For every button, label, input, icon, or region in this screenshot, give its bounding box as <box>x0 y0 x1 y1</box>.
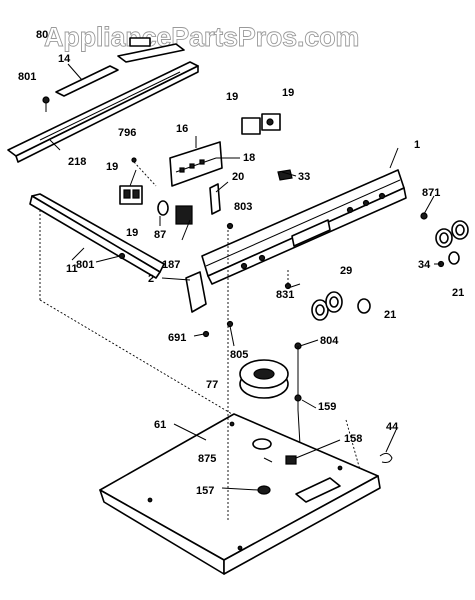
callout-33: 33 <box>298 171 310 183</box>
screw-801-lower <box>118 252 126 260</box>
callout-2: 2 <box>148 273 154 285</box>
callout-801-lower: 801 <box>76 259 94 271</box>
clamp-44 <box>379 452 393 463</box>
callout-21-right: 21 <box>452 287 464 299</box>
switch-19-left <box>119 185 143 205</box>
callout-20: 20 <box>232 171 244 183</box>
callout-805: 805 <box>230 349 248 361</box>
knob-insert-87 <box>157 200 169 216</box>
grommet-157 <box>257 485 271 495</box>
callout-871: 871 <box>422 187 440 199</box>
switch-19-right <box>241 113 281 135</box>
callout-34: 34 <box>418 259 431 271</box>
callout-16: 16 <box>176 123 188 135</box>
callout-labels: 80 14 801 218 796 19 19 19 19 16 18 1 20… <box>18 29 464 497</box>
clip-33 <box>277 169 293 181</box>
callout-159: 159 <box>318 401 336 413</box>
callout-19-a: 19 <box>106 161 118 173</box>
knobs-29 <box>311 291 343 321</box>
screw-801-top <box>42 96 50 112</box>
callout-80: 80 <box>36 29 48 41</box>
callout-875: 875 <box>198 453 216 465</box>
callout-61: 61 <box>154 419 166 431</box>
top-cover-14 <box>55 37 185 97</box>
indicator-187 <box>175 205 193 225</box>
control-panel-1 <box>201 169 407 285</box>
callout-804: 804 <box>320 335 339 347</box>
knob-21-center <box>357 298 371 314</box>
callout-77: 77 <box>206 379 218 391</box>
rear-bracket-218 <box>7 61 199 163</box>
screw-803 <box>226 222 234 230</box>
callout-158: 158 <box>344 433 362 445</box>
callout-21-center: 21 <box>384 309 396 321</box>
callout-44: 44 <box>386 421 399 433</box>
screw-796 <box>131 157 137 163</box>
screw-691 <box>202 330 210 338</box>
base-pan-61 <box>99 413 381 575</box>
callout-11: 11 <box>66 263 78 275</box>
bracket-20 <box>209 183 221 215</box>
callout-19-b: 19 <box>126 227 138 239</box>
callout-803: 803 <box>234 201 252 213</box>
callout-831: 831 <box>276 289 294 301</box>
coil-77 <box>239 359 289 399</box>
watermark: AppliancePartsPros.com <box>44 22 359 52</box>
callout-157: 157 <box>196 485 214 497</box>
callout-19-d: 19 <box>282 87 294 99</box>
clock-timer-16 <box>169 141 223 187</box>
callout-29: 29 <box>340 265 352 277</box>
callout-14: 14 <box>58 53 71 65</box>
assembly-lines <box>39 161 361 520</box>
callout-796: 796 <box>118 127 136 139</box>
callout-18: 18 <box>243 152 255 164</box>
callout-187: 187 <box>162 259 180 271</box>
callout-691: 691 <box>168 332 186 344</box>
callout-87: 87 <box>154 229 166 241</box>
connector-158 <box>285 455 297 465</box>
callout-1: 1 <box>414 139 420 151</box>
leader-lines <box>49 63 441 491</box>
callout-19-c: 19 <box>226 91 238 103</box>
end-bracket-2 <box>185 271 207 313</box>
front-trim-11 <box>29 193 165 279</box>
callout-801-top: 801 <box>18 71 36 83</box>
callout-218: 218 <box>68 156 86 168</box>
knobs-21-right <box>435 220 469 265</box>
